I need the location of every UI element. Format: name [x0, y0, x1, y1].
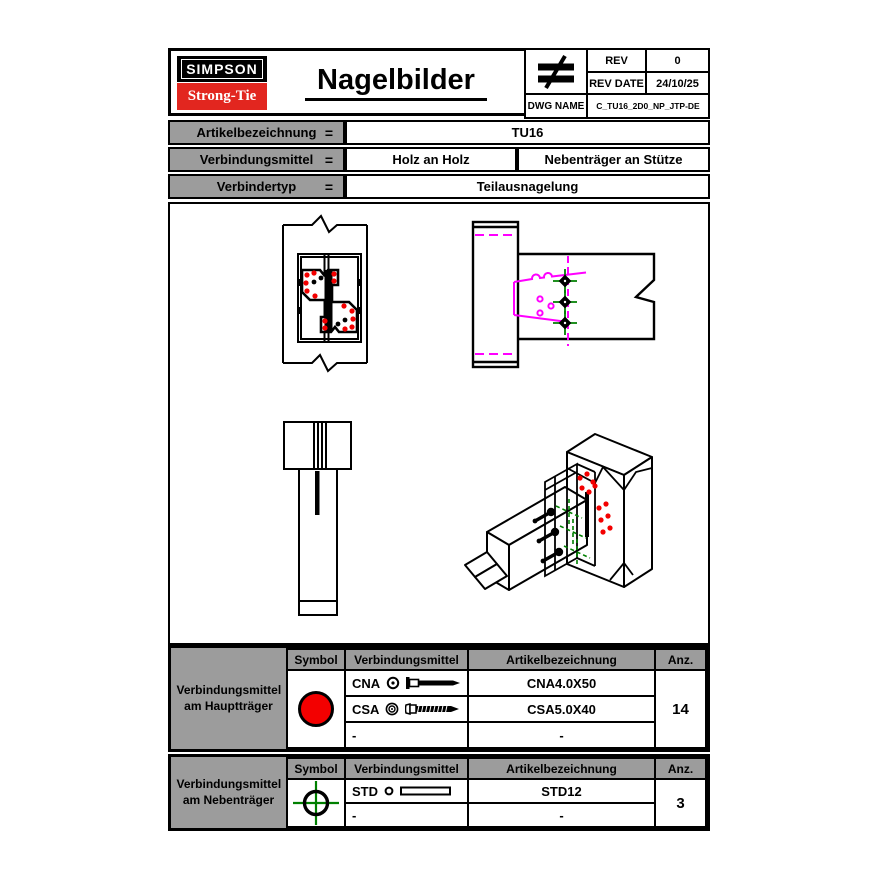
- equals-sign: =: [324, 152, 333, 168]
- nail-side-icon: [406, 677, 461, 689]
- info-row-verbindungsmittel: Verbindungsmittel = Holz an Holz Nebentr…: [168, 147, 710, 172]
- break-flap: [474, 563, 508, 590]
- qty-cell: 3: [654, 778, 707, 828]
- header-fastener: Verbindungsmittel: [344, 757, 469, 780]
- rev-value: 0: [645, 48, 710, 73]
- column-outline: [282, 214, 368, 373]
- plan-view-drawing: [471, 220, 656, 369]
- column-outline: [471, 220, 520, 369]
- hole-dots-black: [311, 275, 348, 327]
- article-cell: STD12: [467, 778, 656, 804]
- equals-sign: =: [324, 125, 333, 141]
- section-label: Verbindungsmittel am Hauptträger: [171, 648, 288, 749]
- slot-plate: [315, 471, 320, 515]
- fastener-table-nebentraeger: Verbindungsmittel am Nebenträger Symbol …: [168, 754, 710, 831]
- equals-sign: =: [324, 179, 333, 195]
- article-cell: -: [467, 721, 656, 749]
- side-view-drawing: [283, 421, 352, 616]
- dowel-side-icon: [400, 786, 451, 796]
- logo-simpson-text: SIMPSON: [181, 59, 263, 79]
- fastener-cell-std: STD: [344, 778, 469, 804]
- nail-dots-red: [303, 270, 356, 332]
- column: [298, 468, 338, 616]
- header-article: Artikelbezeichnung: [467, 757, 656, 780]
- info-value-connector-type: Teilausnagelung: [345, 174, 710, 199]
- info-value-article: TU16: [345, 120, 710, 145]
- screw-head-icon: [386, 702, 399, 716]
- simpson-strongtie-logo: SIMPSON Strong-Tie: [177, 56, 267, 112]
- rev-label: REV: [586, 48, 647, 73]
- dowel-axes-green: [555, 499, 591, 565]
- screw-side-icon: [405, 703, 460, 715]
- article-cell: CSA5.0X40: [467, 695, 656, 723]
- article-cell: -: [467, 802, 656, 828]
- info-row-verbindertyp: Verbindertyp = Teilausnagelung: [168, 174, 710, 199]
- header-qty: Anz.: [654, 648, 707, 671]
- symbol-cell: [286, 669, 346, 749]
- dwg-name-value: C_TU16_2D0_NP_JTP-DE: [586, 93, 710, 119]
- fastener-cell-csa: CSA: [344, 695, 469, 723]
- symbol-cell: [286, 778, 346, 828]
- isometric-view-drawing: [464, 433, 653, 591]
- sheet-frame: SIMPSON Strong-Tie Nagelbilder REV 0 REV…: [168, 48, 710, 831]
- qty-cell: 14: [654, 669, 707, 749]
- header-symbol: Symbol: [286, 757, 346, 780]
- info-value-application: Nebenträger an Stütze: [517, 147, 710, 172]
- info-label: Verbindertyp =: [168, 174, 345, 199]
- info-label: Verbindungsmittel =: [168, 147, 345, 172]
- drawing-area: [168, 202, 710, 645]
- page-title: Nagelbilder: [271, 59, 521, 105]
- article-cell: CNA4.0X50: [467, 669, 656, 697]
- fastener-cell-cna: CNA: [344, 669, 469, 697]
- logo-strongtie-bar: Strong-Tie: [177, 83, 267, 110]
- nail-head-icon: [386, 676, 400, 690]
- column-break-notches: [566, 465, 653, 581]
- fastener-cell-empty: -: [344, 802, 469, 828]
- info-value-material: Holz an Holz: [345, 147, 517, 172]
- logo-strongtie-text: Strong-Tie: [187, 88, 257, 104]
- info-label: Artikelbezeichnung =: [168, 120, 345, 145]
- front-view-drawing: [282, 214, 368, 373]
- section-label: Verbindungsmittel am Nebenträger: [171, 757, 288, 828]
- header-fastener: Verbindungsmittel: [344, 648, 469, 671]
- edge-tabs: [298, 279, 361, 314]
- beam-outline: [518, 252, 656, 341]
- info-row-artikelbezeichnung: Artikelbezeichnung = TU16: [168, 120, 710, 145]
- title-block: SIMPSON Strong-Tie Nagelbilder REV 0 REV…: [168, 48, 710, 119]
- fastener-cell-empty: -: [344, 721, 469, 749]
- not-equal-icon: [524, 48, 588, 96]
- logo-simpson-bar: SIMPSON: [177, 56, 267, 82]
- fastener-table-haupttraeger: Verbindungsmittel am Hauptträger Symbol …: [168, 645, 710, 752]
- dowel-symbols: [553, 269, 577, 335]
- nail-dots-red: [577, 471, 613, 535]
- dowels: [532, 507, 564, 564]
- header-article: Artikelbezeichnung: [467, 648, 656, 671]
- header-qty: Anz.: [654, 757, 707, 780]
- dwg-name-label: DWG NAME: [524, 93, 588, 119]
- red-circle-symbol: [298, 691, 334, 727]
- dowel-head-icon: [384, 786, 394, 796]
- crosshair-symbol: [293, 781, 339, 825]
- connector-web: [324, 270, 333, 332]
- rev-date-value: 24/10/25: [645, 71, 710, 96]
- header-symbol: Symbol: [286, 648, 346, 671]
